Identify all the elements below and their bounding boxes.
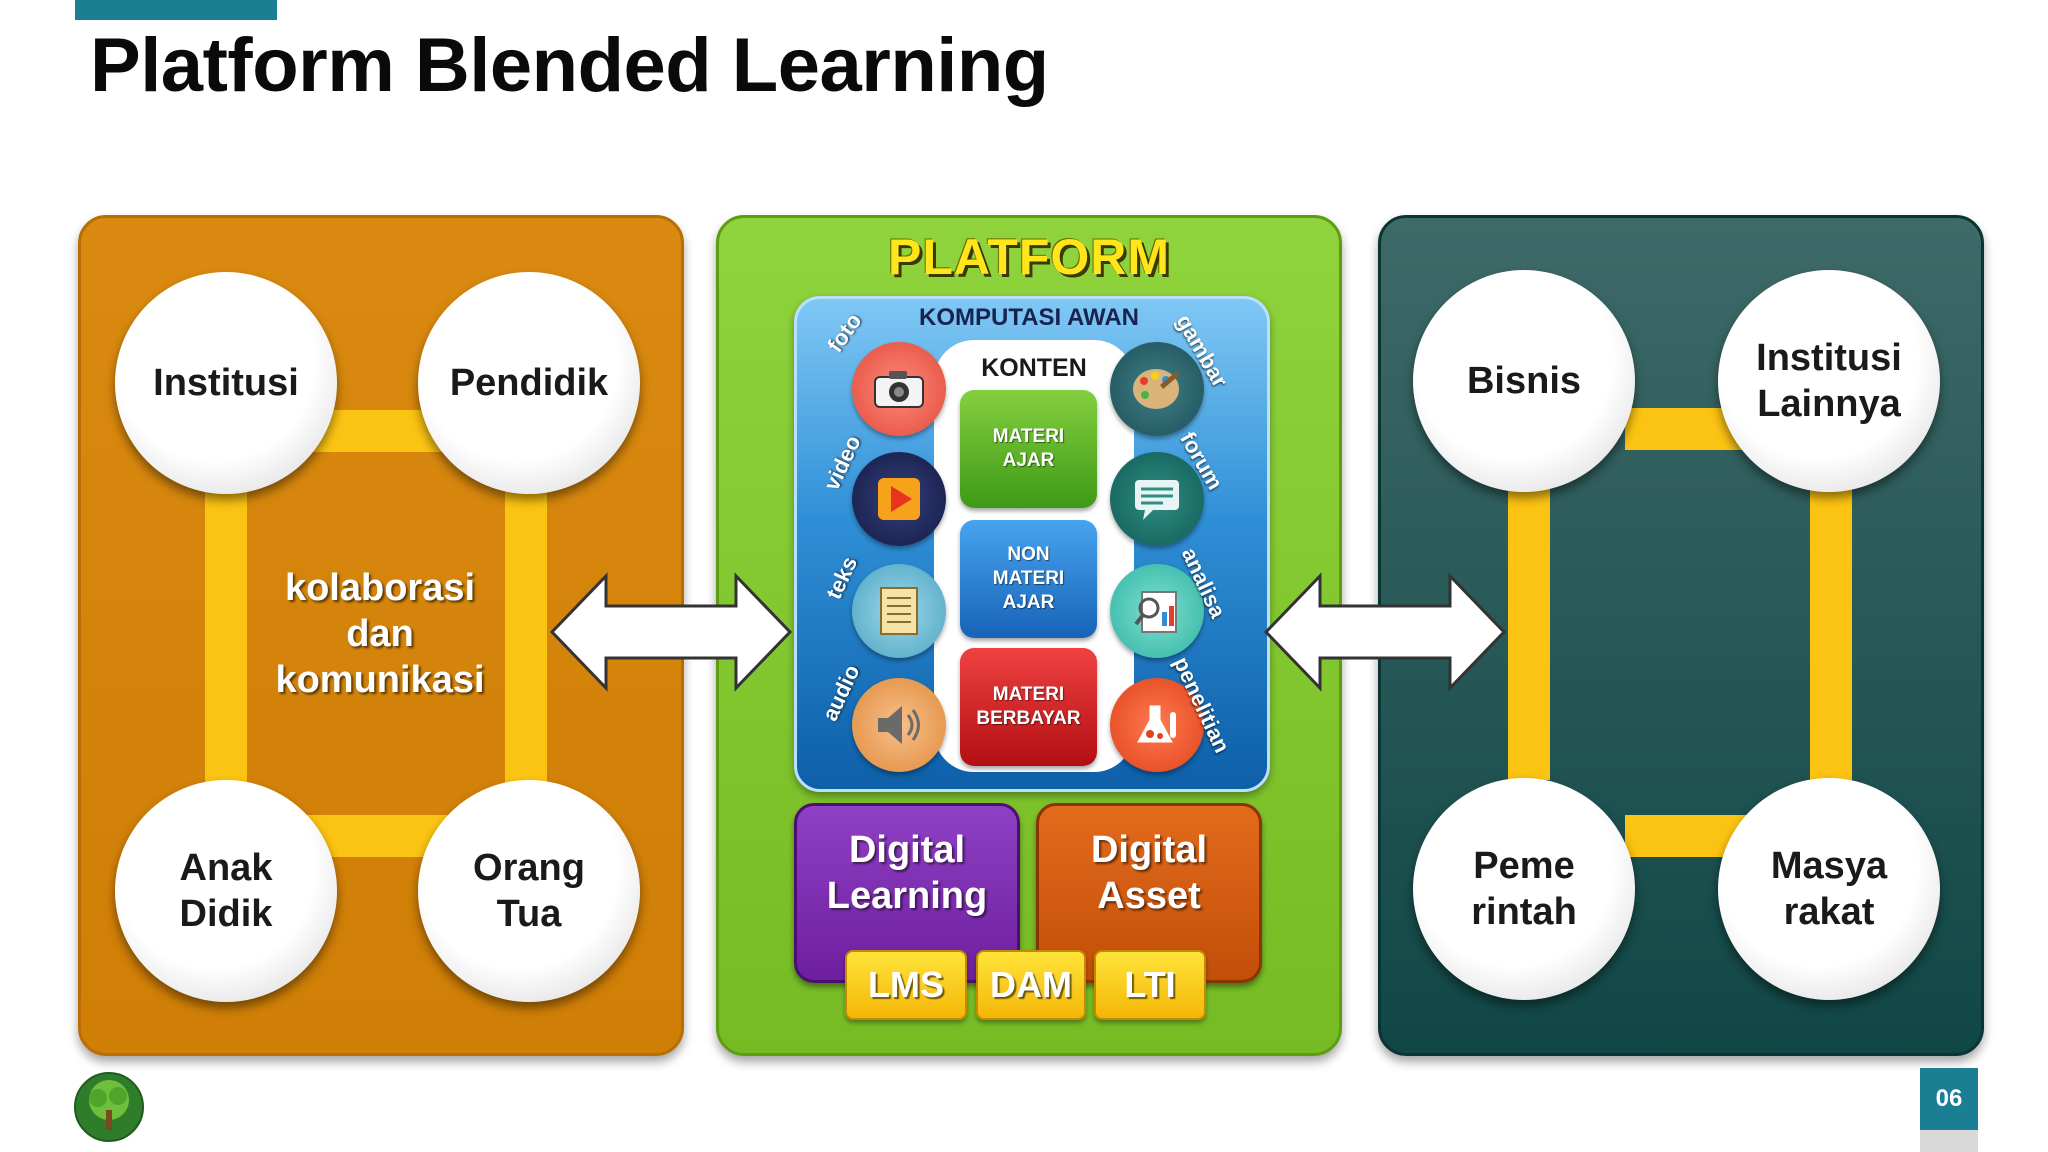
video-play-icon <box>852 452 946 546</box>
tree-logo <box>74 1072 144 1142</box>
connector-right-vertical <box>505 455 547 785</box>
connector-right-left-vertical <box>1508 450 1550 780</box>
collaboration-text: kolaborasi dan komunikasi <box>275 567 485 701</box>
lab-flask-icon <box>1110 678 1204 772</box>
paint-palette-icon <box>1110 342 1204 436</box>
dam-button: DAM <box>976 950 1086 1020</box>
lms-button: LMS <box>845 950 967 1020</box>
circle-institusi: Institusi <box>115 272 337 494</box>
content-materi-berbayar: MATERI BERBAYAR <box>960 648 1097 766</box>
top-accent-bar <box>75 0 277 20</box>
analysis-chart-icon <box>1110 564 1204 658</box>
content-label: KONTEN <box>981 354 1087 382</box>
forum-chat-icon <box>1110 452 1204 546</box>
lti-button: LTI <box>1094 950 1206 1020</box>
circle-pendidik: Pendidik <box>418 272 640 494</box>
circle-institusi-lainnya: Institusi Lainnya <box>1718 270 1940 492</box>
double-arrow-left <box>549 572 793 692</box>
content-non-materi-ajar: NON MATERI AJAR <box>960 520 1097 638</box>
double-arrow-right <box>1263 572 1507 692</box>
circle-bisnis: Bisnis <box>1413 270 1635 492</box>
circle-orang-tua: Orang Tua <box>418 780 640 1002</box>
page-number: 06 <box>1920 1068 1978 1130</box>
cloud-computing-label: KOMPUTASI AWAN <box>919 304 1139 331</box>
camera-icon <box>852 342 946 436</box>
connector-left-vertical <box>205 455 247 785</box>
circle-anak-didik: Anak Didik <box>115 780 337 1002</box>
speaker-icon <box>852 678 946 772</box>
circle-masyarakat: Masya rakat <box>1718 778 1940 1000</box>
page-number-underline <box>1920 1130 1978 1152</box>
circle-pemerintah: Peme rintah <box>1413 778 1635 1000</box>
content-materi-ajar: MATERI AJAR <box>960 390 1097 508</box>
connector-right-right-vertical <box>1810 450 1852 780</box>
platform-title: PLATFORM <box>887 229 1171 285</box>
slide-title: Platform Blended Learning <box>90 23 1049 108</box>
text-document-icon <box>852 564 946 658</box>
